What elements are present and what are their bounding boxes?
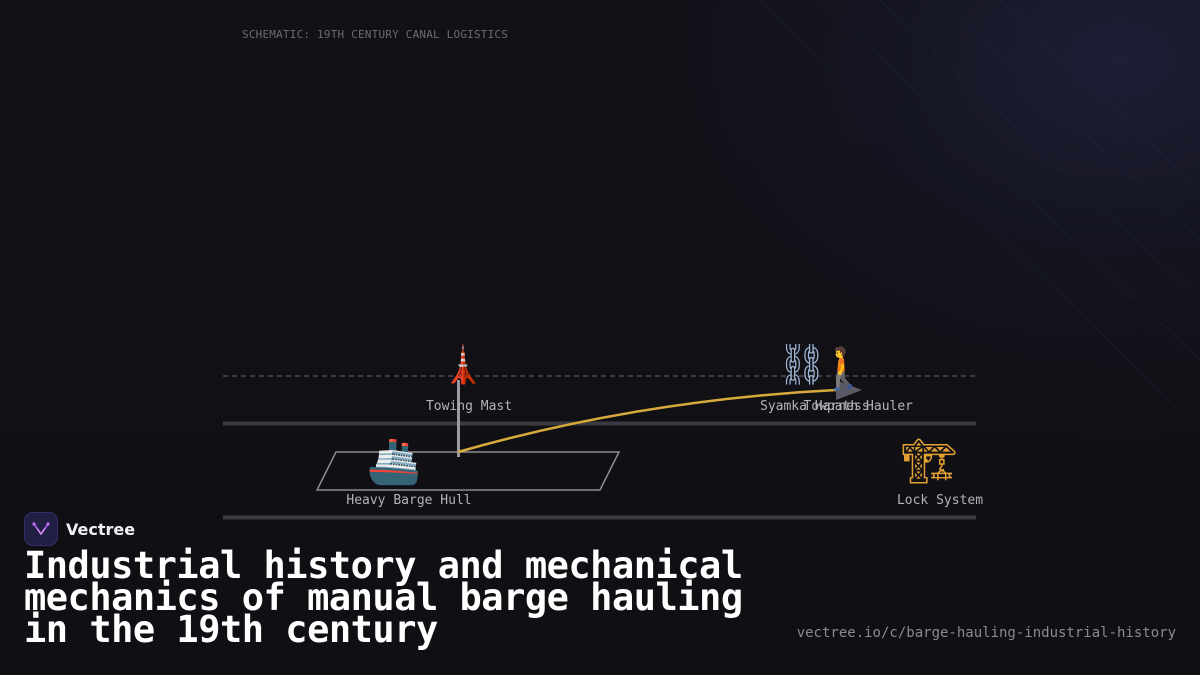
brand[interactable]: Vectree [24, 512, 135, 546]
harness-chain-icon: ⛓ [777, 342, 828, 388]
barge-ship-icon: 🚢 [367, 436, 422, 487]
page-title: Industrial history and mechanical mechan… [24, 544, 743, 651]
hauler-pointer [836, 380, 862, 400]
vectree-logo-icon [24, 512, 58, 546]
lock-system-label: Lock System [897, 493, 983, 508]
brand-name: Vectree [66, 519, 136, 539]
towing-mast-icon: 🗼 [441, 343, 486, 386]
hauler-walking-icon: 🚶 [818, 345, 868, 392]
page-url[interactable]: vectree.io/c/barge-hauling-industrial-hi… [796, 625, 1176, 641]
barge-hull-outline [315, 451, 621, 491]
towpath-hauler-label: Towpath Hauler [803, 399, 913, 414]
tow-rope [457, 388, 837, 454]
schematic-caption: SCHEMATIC: 19TH CENTURY CANAL LOGISTICS [242, 28, 509, 41]
towing-mast-label: Towing Mast [426, 399, 512, 414]
lock-crane-icon: 🏗 [901, 436, 957, 487]
syamka-harness-label: Syamka Harness [760, 399, 870, 414]
barge-hull-label: Heavy Barge Hull [346, 493, 471, 508]
